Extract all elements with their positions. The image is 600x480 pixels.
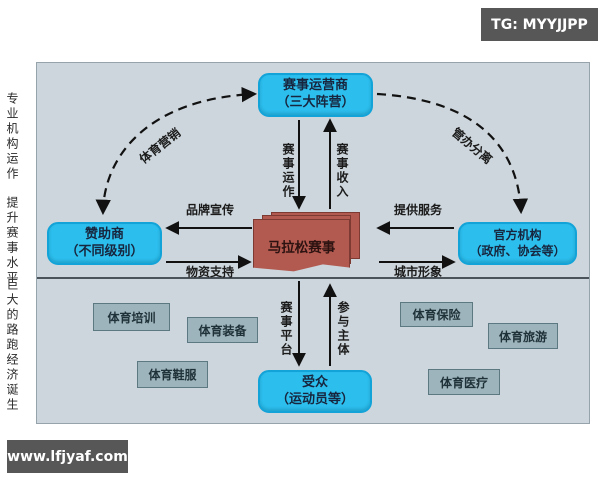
industry-box-sports-equipment: 体育装备 [187,317,258,343]
node-audience-line1: 受众 [301,374,328,390]
industry-box-sports-medical: 体育医疗 [428,369,500,395]
node-event-operator: 赛事运营商 （三大阵营） [258,73,373,117]
edge-label-event-operation: 赛事运作 [281,143,295,199]
industry-box-sports-insurance: 体育保险 [400,302,473,327]
side-note-professional-operation: 专业机构运作 [5,92,19,182]
node-event-operator-line1: 赛事运营商 [282,78,348,94]
industry-label: 体育装备 [198,323,247,338]
node-sponsor: 赞助商 （不同级别） [47,222,162,265]
industry-box-sports-training: 体育培训 [93,303,170,331]
node-marathon-event: 马拉松赛事 [253,219,350,272]
telegram-watermark-badge: TG: MYYJJPP [481,8,598,41]
node-marathon-event-label: 马拉松赛事 [267,240,336,256]
node-audience: 受众 （运动员等） [258,370,372,413]
node-sponsor-line1: 赞助商 [84,226,124,242]
industry-label: 体育医疗 [439,375,488,390]
edge-label-provide-services: 提供服务 [393,203,442,217]
edge-label-material-support: 物资支持 [185,265,234,279]
industry-label: 体育培训 [107,310,156,325]
node-audience-line2: （运动员等） [275,391,354,407]
edge-label-participants: 参与主体 [336,301,350,357]
website-watermark-badge: www.lfjyaf.com [7,440,128,473]
edge-label-city-image: 城市形象 [393,265,442,279]
edge-label-event-income: 赛事收入 [335,143,349,199]
node-sponsor-line2: （不同级别） [65,243,144,259]
industry-box-sports-apparel: 体育鞋服 [137,361,208,388]
industry-box-sports-tourism: 体育旅游 [488,323,558,349]
side-note-road-running-economy: 巨大的路跑经济诞生 [5,278,19,413]
edge-label-brand-promotion: 品牌宣传 [185,203,234,217]
node-official-org-line2: （政府、协会等） [469,243,566,258]
node-event-operator-line2: （三大阵营） [276,95,355,110]
edge-label-event-platform: 赛事平台 [279,301,293,357]
industry-label: 体育鞋服 [148,368,197,382]
node-official-org: 官方机构 （政府、协会等） [458,222,577,265]
node-official-org-line1: 官方机构 [493,227,542,242]
node-marathon-event-stack: 马拉松赛事 [253,212,363,273]
industry-label: 体育旅游 [498,329,547,344]
side-note-improve-event-level: 提升赛事水平 [5,196,19,286]
industry-label: 体育保险 [412,308,461,322]
